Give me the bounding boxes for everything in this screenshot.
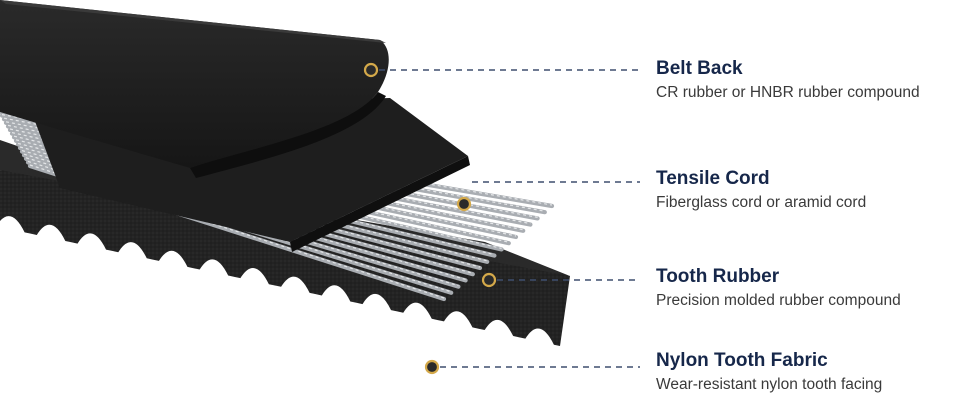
ring-marker-icon <box>456 196 472 212</box>
tensile-cord-twist-highlight <box>7 124 524 231</box>
belt-back-label: Belt Back CR rubber or HNBR rubber compo… <box>656 58 961 103</box>
tensile-cord-description: Fiberglass cord or aramid cord <box>656 194 867 211</box>
belt-back-layer <box>0 0 389 168</box>
belt-back-title: Belt Back <box>656 58 743 79</box>
tensile-cord-twist-highlight <box>13 135 502 249</box>
tooth-rubber-description: Precision molded rubber compound <box>656 292 901 309</box>
belt-back-curl-edge <box>190 92 386 178</box>
tooth-rubber-side-face <box>0 170 570 346</box>
nylon-tooth-fabric-label: Nylon Tooth Fabric Wear-resistant nylon … <box>656 350 961 395</box>
leader-lines <box>363 62 640 375</box>
belt-back-description: CR rubber or HNBR rubber compound <box>656 84 920 101</box>
ring-marker-icon <box>481 272 497 288</box>
nylon-tooth-fabric-title: Nylon Tooth Fabric <box>656 350 828 371</box>
tooth-rubber-label: Tooth Rubber Precision molded rubber com… <box>656 266 961 311</box>
tensile-cord-twist-highlight <box>5 121 531 225</box>
nylon-tooth-fabric-description: Wear-resistant nylon tooth facing <box>656 376 883 393</box>
tensile-cord-twist-highlight <box>15 139 495 256</box>
tooth-rubber-title: Tooth Rubber <box>656 266 780 287</box>
intermediate-sheet-edge <box>290 156 470 252</box>
tensile-cord-title: Tensile Cord <box>656 168 770 189</box>
belt-back-top-edge <box>0 0 386 43</box>
ring-marker-icon <box>424 359 440 375</box>
ring-marker-icon <box>363 62 379 78</box>
tensile-cord-label: Tensile Cord Fiberglass cord or aramid c… <box>656 168 961 213</box>
